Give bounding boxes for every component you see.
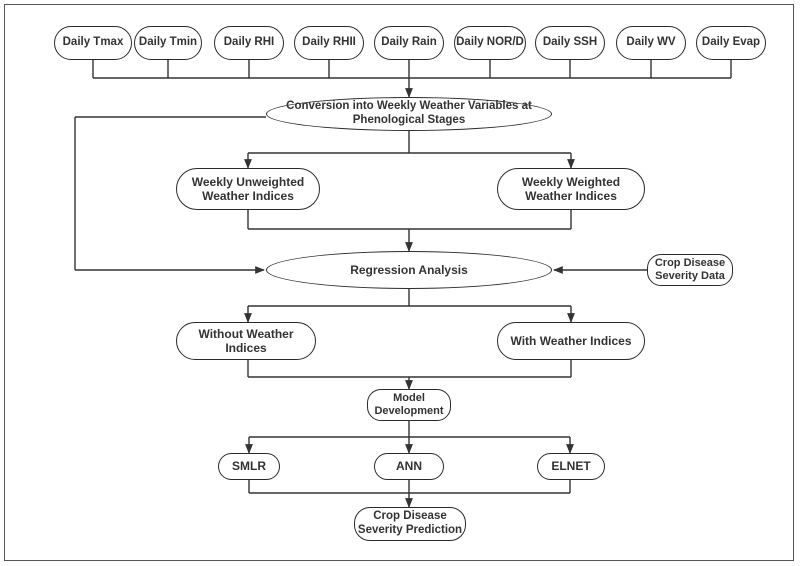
with-weather-indices-node: With Weather Indices (497, 322, 645, 360)
regression-analysis-node: Regression Analysis (266, 251, 552, 289)
input-daily-rhii: Daily RHII (294, 26, 364, 60)
input-daily-tmax: Daily Tmax (54, 26, 132, 60)
input-daily-rain: Daily Rain (374, 26, 444, 60)
model-ann-node: ANN (374, 453, 444, 480)
input-daily-ssh: Daily SSH (535, 26, 605, 60)
input-daily-nord: Daily NOR/D (454, 26, 526, 60)
input-daily-wv: Daily WV (616, 26, 686, 60)
input-daily-evap: Daily Evap (696, 26, 766, 60)
input-daily-rhi: Daily RHI (214, 26, 284, 60)
model-smlr-node: SMLR (218, 453, 280, 480)
conversion-node: Conversion into Weekly Weather Variables… (266, 97, 552, 131)
input-daily-tmin: Daily Tmin (134, 26, 202, 60)
model-elnet-node: ELNET (537, 453, 605, 480)
